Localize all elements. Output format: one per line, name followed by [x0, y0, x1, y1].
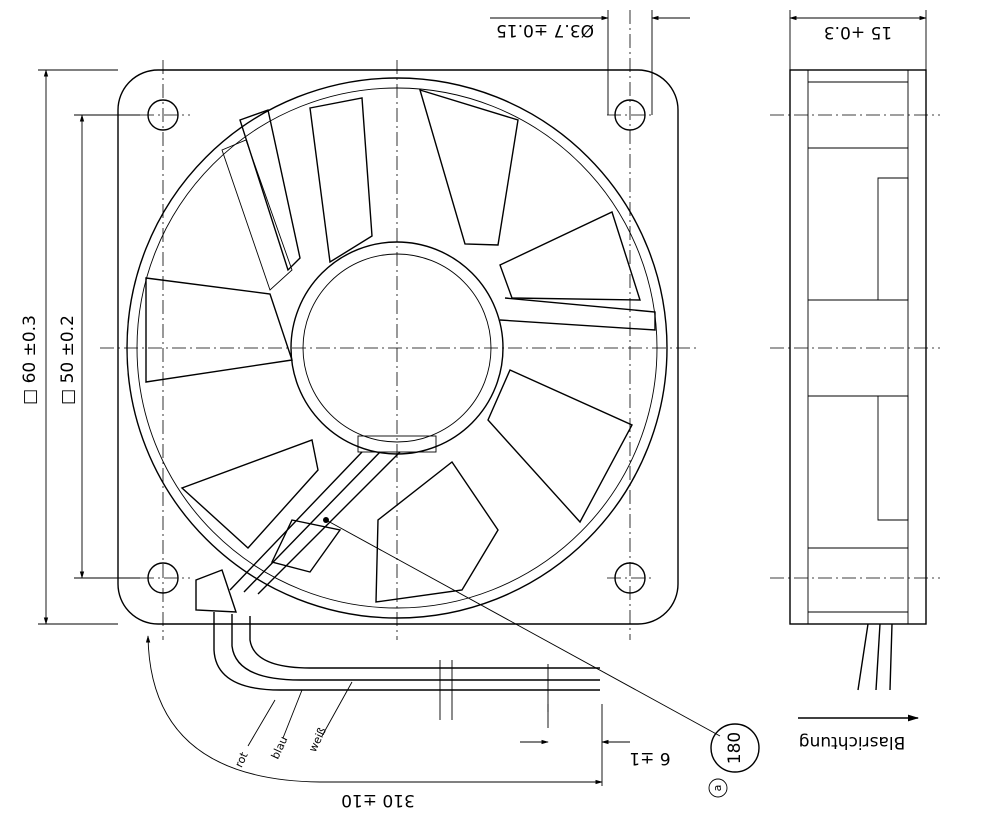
cable-harness [195, 435, 437, 613]
label-number: 180 [725, 732, 745, 764]
wire-strip-dim: 6 ±1 [629, 748, 670, 768]
marker-circle [708, 778, 728, 798]
label-circle [710, 723, 760, 773]
depth-dim: 15 +0.3 [824, 22, 892, 42]
leader-dot [323, 517, 329, 523]
lead-wires [213, 612, 600, 747]
wire-length-dim: 310 ±10 [341, 790, 415, 810]
inner-square-dim: □ 50 ±0.2 [58, 315, 78, 405]
frame-struts [239, 109, 656, 331]
front-view [100, 10, 721, 737]
outer-square-dim: □ 60 ±0.3 [20, 315, 40, 405]
impeller-blades [145, 88, 641, 603]
centre-lines [100, 10, 700, 640]
label-leader-line [325, 519, 721, 737]
wire-label-white: weiß [306, 725, 329, 754]
wire-label-red: rot [232, 749, 251, 769]
label-marker: a [711, 785, 724, 792]
airflow-label: Blasrichtung [799, 732, 906, 752]
hole-diameter-dim: Ø3.7 ±0.15 [496, 20, 594, 40]
wire-label-blue: blau [269, 734, 291, 761]
mounting-holes [147, 99, 646, 594]
dimension-lines [38, 10, 927, 786]
side-view [770, 69, 940, 722]
fan-frame-outline [117, 69, 679, 625]
